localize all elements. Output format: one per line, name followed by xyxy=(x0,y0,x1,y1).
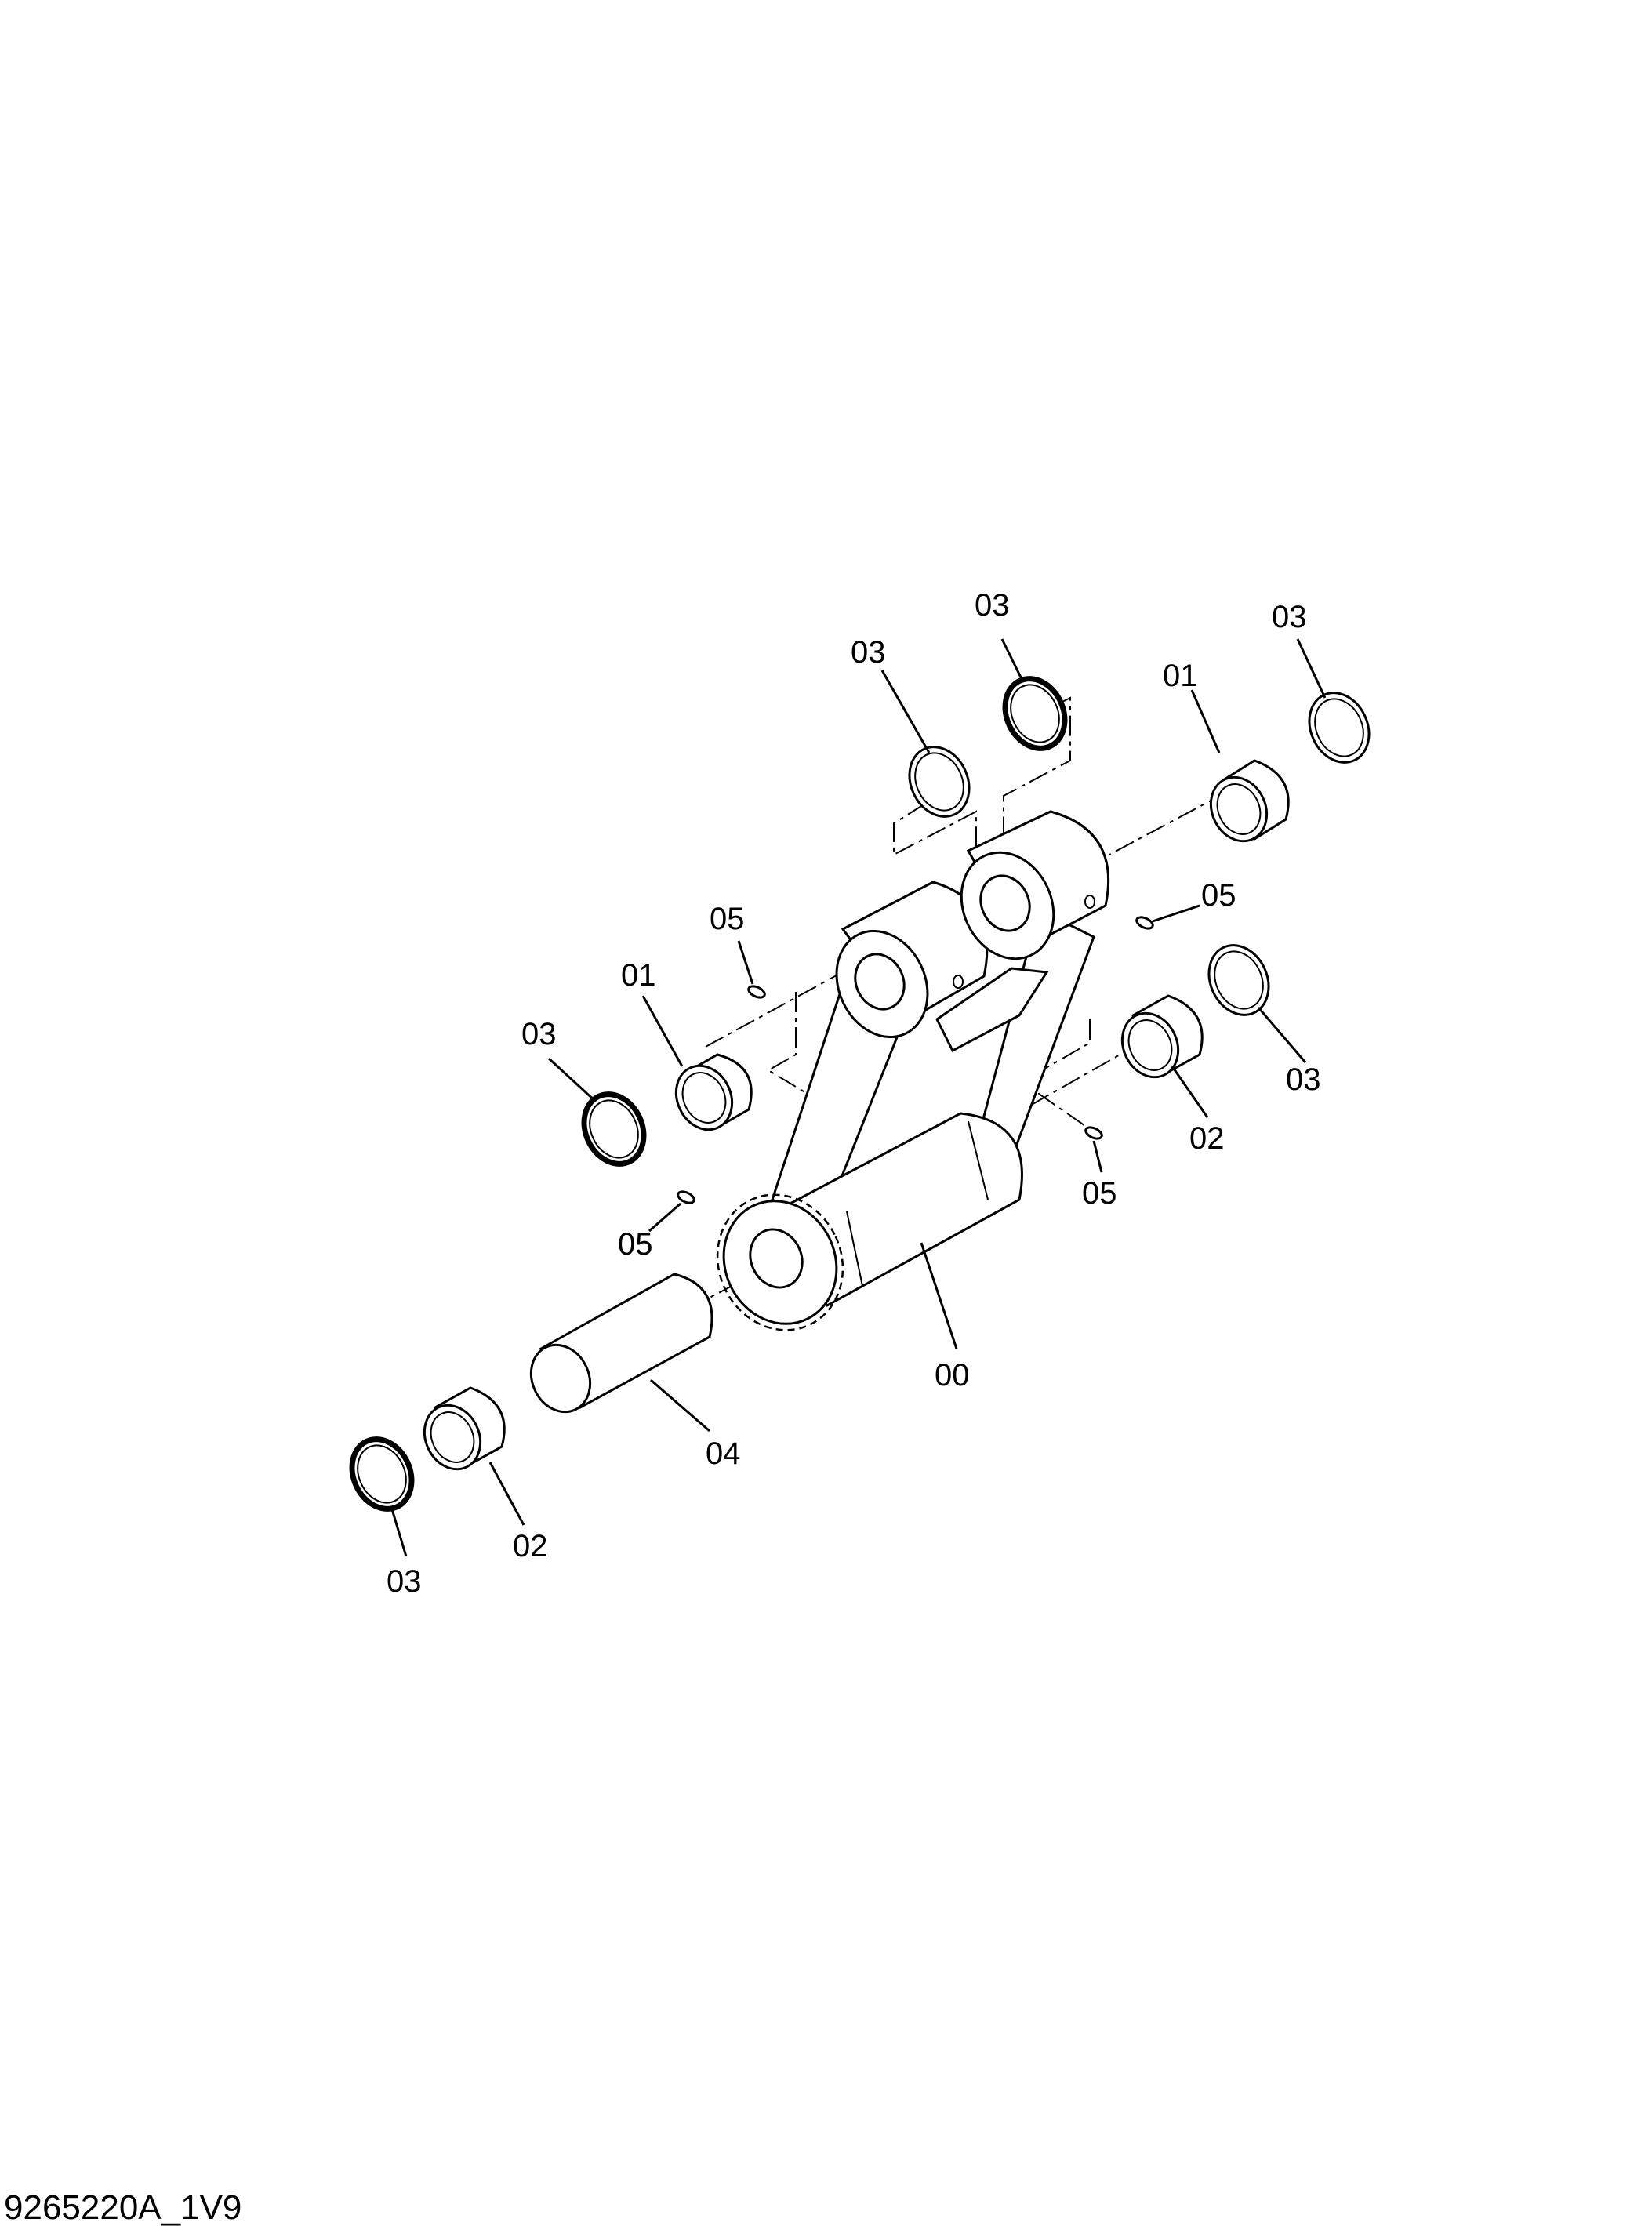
callout-bushing-left: 01 xyxy=(621,958,656,993)
callout-bushing-top-right: 01 xyxy=(1163,659,1198,693)
callout-seal-right: 03 xyxy=(1286,1062,1321,1097)
callout-fitting-left: 05 xyxy=(710,902,745,936)
callout-link-body: 00 xyxy=(935,1358,970,1393)
pin-04 xyxy=(529,1273,713,1414)
leader-lines xyxy=(390,638,1327,1557)
callout-seal-top-left: 03 xyxy=(851,635,886,670)
bushing-02-lower xyxy=(423,1386,506,1471)
drawing-code: 9265220A_1V9 xyxy=(4,2188,241,2226)
callout-bushing-lower: 02 xyxy=(513,1529,548,1563)
seal-rings-03 xyxy=(349,676,1371,1512)
callout-labels: 03 03 03 01 05 05 01 03 03 02 05 05 00 0… xyxy=(387,588,1321,1599)
callout-fitting-lower-right: 05 xyxy=(1082,1176,1117,1211)
bushing-01-upper-right xyxy=(1209,759,1290,843)
callout-seal-lower: 03 xyxy=(387,1564,422,1599)
callout-pin: 04 xyxy=(706,1436,741,1471)
callout-seal-top-center: 03 xyxy=(975,588,1010,623)
callout-bushing-right: 02 xyxy=(1189,1121,1225,1156)
callout-seal-top-right: 03 xyxy=(1272,600,1307,634)
callout-fitting-right: 05 xyxy=(1201,878,1236,913)
grease-fittings-05 xyxy=(677,916,1154,1204)
bushing-01-left xyxy=(674,1053,753,1131)
callout-fitting-lower-left: 05 xyxy=(618,1227,653,1262)
callout-seal-left: 03 xyxy=(521,1017,557,1051)
link-body xyxy=(716,810,1110,1331)
bushing-02-right xyxy=(1120,994,1204,1079)
